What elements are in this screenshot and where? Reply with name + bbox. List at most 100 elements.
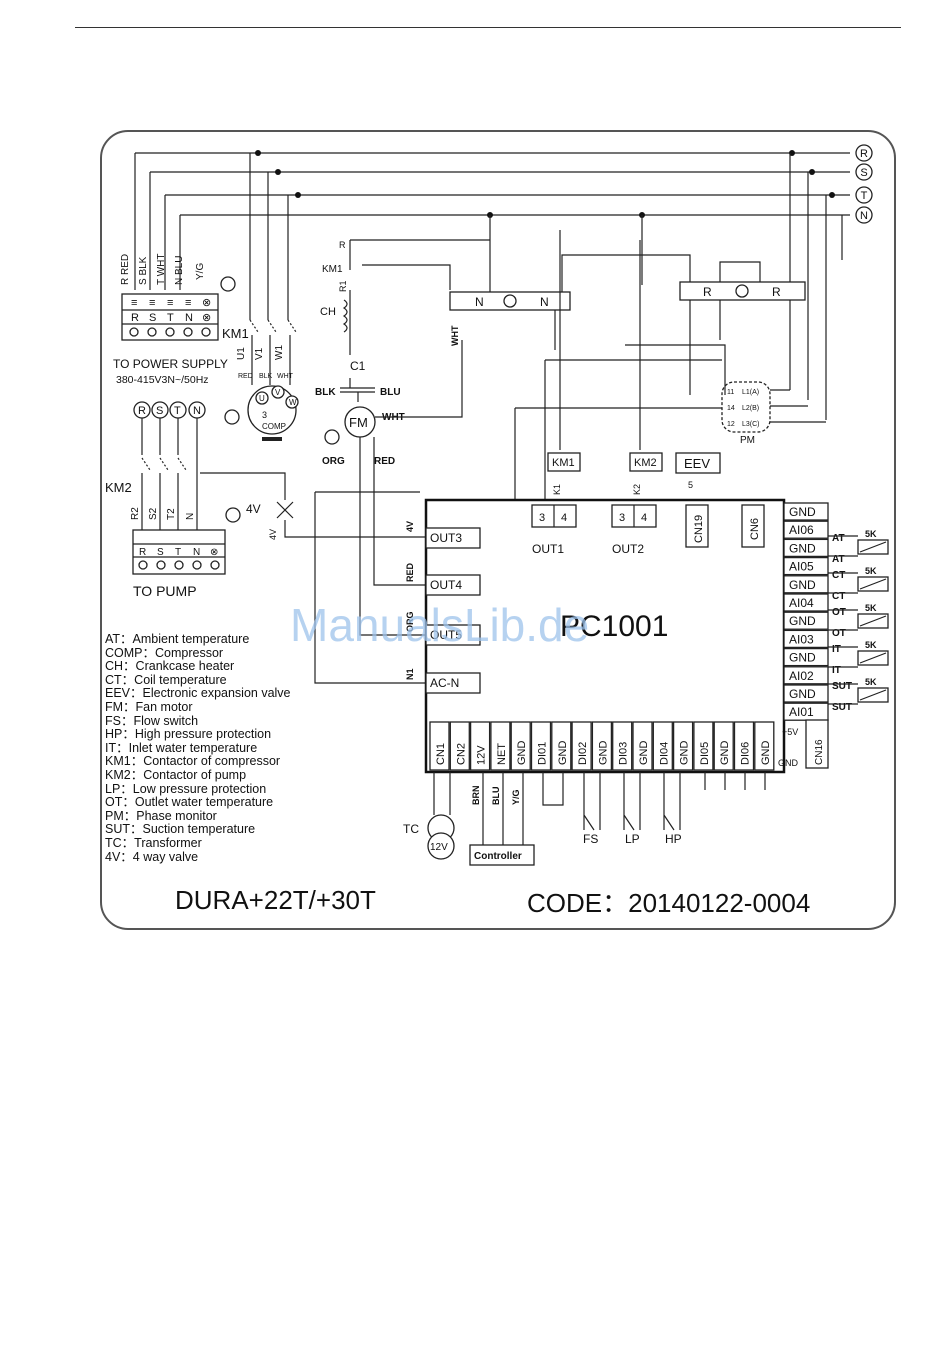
pb-s: S xyxy=(157,547,164,558)
phase-label-r: R xyxy=(860,148,868,160)
bottom-pin-label: GND xyxy=(557,741,569,766)
cn16-gnd-label: GND xyxy=(778,758,799,768)
ps-n: N xyxy=(185,312,193,324)
right-pin-label: GND xyxy=(789,614,816,628)
legend-item: HP：High pressure protection xyxy=(105,727,272,742)
km2-label: KM2 xyxy=(105,480,132,495)
legend-item: KM2：Contactor of pump xyxy=(105,768,247,782)
bottom-pin-label: NET xyxy=(496,743,508,765)
km1-contactor: KM1 U1 V1 W1 RED BLK WHT xyxy=(222,319,297,385)
legend-item: KM1：Contactor of compressor xyxy=(105,754,281,769)
ps-top-0: ≡ xyxy=(131,297,137,309)
ps-top-1: ≡ xyxy=(149,297,155,309)
out5-label: OUT5 xyxy=(430,628,462,642)
power-supply-block: R S T N ⊗ ≡ ≡ ≡ ≡ ⊗ TO POWER SUPPLY 380-… xyxy=(113,276,236,386)
km1-label: KM1 xyxy=(222,326,249,341)
sensor-label-top: IT xyxy=(832,644,841,655)
org-label: ORG xyxy=(322,456,345,467)
legend-item: SUT：Suction temperature xyxy=(105,822,256,837)
ps-top-4: ⊗ xyxy=(202,297,211,309)
w1-label: W1 xyxy=(274,345,285,360)
pm-pin-11: 11 xyxy=(727,389,734,396)
r1-label: R1 xyxy=(338,280,348,292)
k2-label: K2 xyxy=(632,484,642,495)
bottom-pin-label: GND xyxy=(679,741,691,766)
pm-pin-12: 12 xyxy=(727,421,735,428)
sensor-value: 5K xyxy=(865,640,877,650)
pump-wire-n: N xyxy=(185,513,196,520)
sensor-value: 5K xyxy=(865,677,877,687)
right-pin-label: GND xyxy=(789,687,816,701)
controller-label: Controller xyxy=(474,851,522,862)
comp-label: COMP xyxy=(262,422,286,431)
supply-wire-0: R RED xyxy=(120,254,131,285)
ps-t: T xyxy=(167,312,174,324)
ctrl-brn: BRN xyxy=(471,786,481,806)
fourv-label: 4V xyxy=(246,502,261,516)
comp-color-wht: WHT xyxy=(277,373,294,380)
fan-motor: FM BLK BLU WHT WHT ORG RED xyxy=(315,325,463,586)
pm-l1: L1(A) xyxy=(742,389,759,396)
legend-item: PM：Phase monitor xyxy=(105,808,217,823)
legend-item: COMP：Compressor xyxy=(105,645,224,660)
bottom-pin-label: DI06 xyxy=(740,742,752,765)
plus5v-label: +5V xyxy=(782,727,798,737)
ps-s: S xyxy=(149,312,156,324)
pump-wire-r2: R2 xyxy=(130,507,141,520)
to-pump-label: TO PUMP xyxy=(133,583,197,599)
sensor-label-top: CT xyxy=(832,570,845,581)
relay-r-2: R xyxy=(772,285,781,299)
legend-item: TC：Transformer xyxy=(105,836,202,850)
hp-label: HP xyxy=(665,832,682,846)
phase-monitor: 11 14 12 L1(A) L2(B) L3(C) PM xyxy=(721,381,826,446)
fm-label: FM xyxy=(349,415,368,430)
c1-label: C1 xyxy=(350,359,366,373)
model-label: DURA+22T/+30T xyxy=(175,885,376,915)
cn16-label: CN16 xyxy=(814,739,825,765)
right-pin-label: GND xyxy=(789,651,816,665)
sensor-value: 5K xyxy=(865,566,877,576)
pb-n: N xyxy=(193,547,200,558)
km1-coil-label: KM1 xyxy=(322,264,343,275)
bottom-pin-label: DI05 xyxy=(699,742,711,765)
comp-w: W xyxy=(289,398,297,407)
right-pin-label: AI01 xyxy=(789,705,814,719)
out1-pin4: 4 xyxy=(561,512,567,524)
right-pin-label: GND xyxy=(789,578,816,592)
legend-item: LP：Low pressure protection xyxy=(105,781,267,796)
pump-wire-s2: S2 xyxy=(148,507,159,520)
cn6-label: CN6 xyxy=(749,518,761,540)
ctrl-yg: Y/G xyxy=(511,789,521,805)
cn19-label: CN19 xyxy=(693,515,705,543)
bottom-pin-label: DI04 xyxy=(658,742,670,765)
compressor: U V W 3 COMP xyxy=(224,385,299,441)
supply-wire-4: Y/G xyxy=(195,263,206,280)
supply-wire-3: N BLU xyxy=(174,256,185,285)
pm-label: PM xyxy=(740,435,755,446)
v1-label: V1 xyxy=(254,347,265,360)
out1-pin3: 3 xyxy=(539,512,545,524)
board-name: PC1001 xyxy=(560,610,668,643)
bottom-pin-label: DI01 xyxy=(537,742,549,765)
out2-pin4: 4 xyxy=(641,512,647,524)
supply-wire-1: S BLK xyxy=(138,256,149,285)
acn-label: AC-N xyxy=(430,676,459,690)
right-pin-label: AI06 xyxy=(789,523,814,537)
diagram-frame xyxy=(100,130,896,930)
pump-section: R S T N KM2 R2 S2 T2 N R S T N ⊗ TO PUMP… xyxy=(105,401,425,599)
sensor-label-bottom: SUT xyxy=(832,702,852,713)
red-label: RED xyxy=(374,456,395,467)
sensor-label-top: AT xyxy=(832,533,845,544)
bottom-pin-label: DI03 xyxy=(618,742,630,765)
out4-label: OUT4 xyxy=(430,578,462,592)
km-boxes: KM1 KM2 EEV 5 K1 K2 xyxy=(547,452,721,495)
header-rule xyxy=(75,27,901,28)
pb-r: R xyxy=(139,547,146,558)
pm-l3: L3(C) xyxy=(742,421,760,428)
u1-label: U1 xyxy=(236,347,247,360)
lp-label: LP xyxy=(625,832,640,846)
pump-wire-t2: T2 xyxy=(166,508,177,520)
legend-item: EEV：Electronic expansion valve xyxy=(105,686,291,701)
